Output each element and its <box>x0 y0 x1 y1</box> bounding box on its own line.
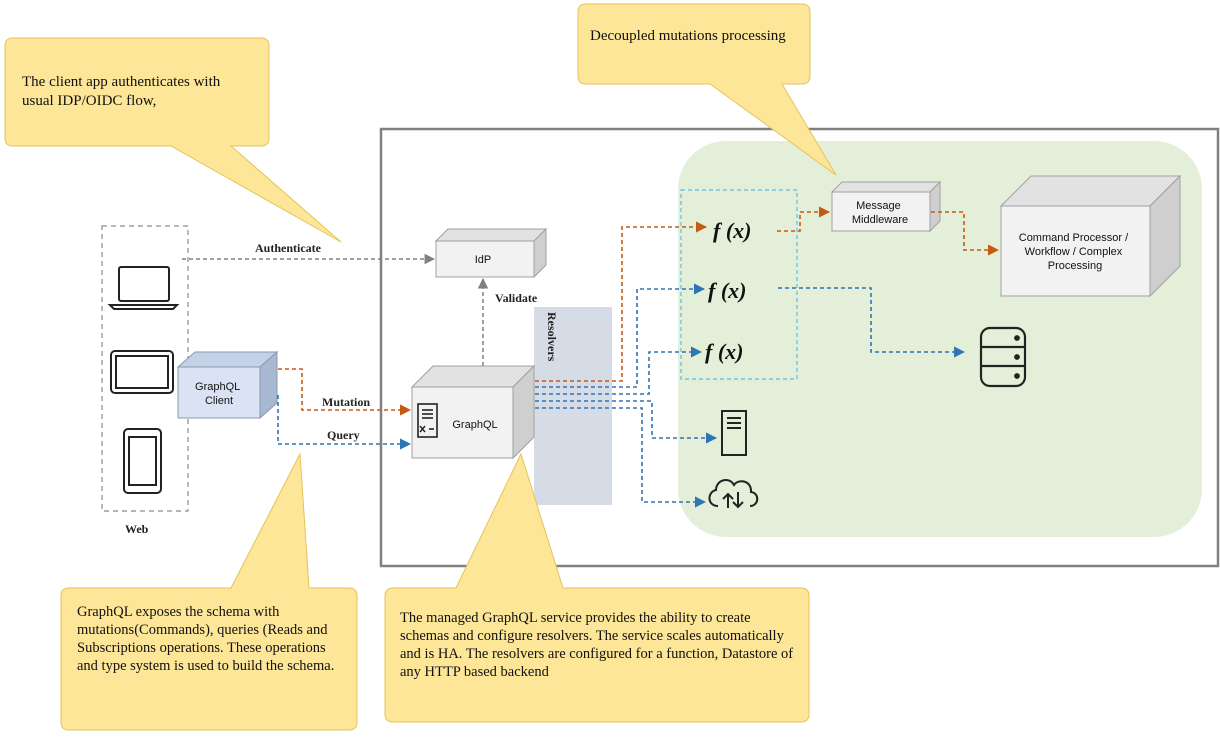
phone-icon <box>123 428 162 494</box>
function-to-middleware-arrow <box>777 206 831 232</box>
resolvers-bar <box>534 307 612 505</box>
function-group <box>680 189 798 380</box>
command-processor-box <box>999 174 1182 298</box>
authenticate-label: Authenticate <box>255 241 322 255</box>
callout-schema <box>60 452 358 731</box>
resolvers-label: Resolvers <box>545 312 559 362</box>
web-group <box>101 225 189 512</box>
server-icon <box>721 410 747 456</box>
graphql-client-label: GraphQL Client <box>195 381 243 407</box>
mutation-arrow <box>278 368 412 416</box>
query-label: Query <box>327 428 360 442</box>
callout-schema-text: GraphQL exposes the schema with mutation… <box>77 604 335 674</box>
laptop-icon <box>107 266 180 310</box>
function-label-1: f (x) <box>713 218 751 243</box>
cloud-upload-download-icon <box>708 478 759 509</box>
resolver-arrow-function-3 <box>535 346 703 395</box>
message-middleware-box <box>830 180 942 233</box>
middleware-to-processor-arrow <box>931 211 1000 256</box>
callout-decoupled-text: Decoupled mutations processing <box>590 28 786 44</box>
resolver-arrow-cloud <box>535 407 707 508</box>
message-middleware-label: Message Middleware <box>852 200 908 226</box>
validate-label: Validate <box>495 291 538 305</box>
command-processor-label: Command Processor / Workflow / Complex P… <box>1019 232 1132 272</box>
callout-auth-text: The client app authenticates with usual … <box>22 74 221 109</box>
function-label-2: f (x) <box>708 278 746 303</box>
web-label: Web <box>125 522 149 536</box>
graphql-client-box <box>176 350 279 420</box>
graphql-box <box>410 364 536 460</box>
callout-managed <box>384 452 810 723</box>
callout-managed-text: The managed GraphQL service provides the… <box>400 610 794 680</box>
function-to-database-arrow <box>778 287 966 358</box>
resolver-arrow-function-2 <box>535 283 706 388</box>
resolver-arrow-server <box>535 400 718 444</box>
idp-box <box>434 227 548 279</box>
callout-decoupled <box>577 3 837 176</box>
callout-auth <box>4 37 342 243</box>
tablet-icon <box>110 350 174 394</box>
idp-label: IdP <box>475 254 492 266</box>
function-label-3: f (x) <box>705 339 743 364</box>
resolver-mutation-arrow <box>535 221 708 382</box>
database-icon <box>979 326 1027 388</box>
mutation-label: Mutation <box>322 395 370 409</box>
graphql-label: GraphQL <box>452 419 497 431</box>
document-icon <box>417 403 438 438</box>
query-arrow <box>277 395 412 450</box>
